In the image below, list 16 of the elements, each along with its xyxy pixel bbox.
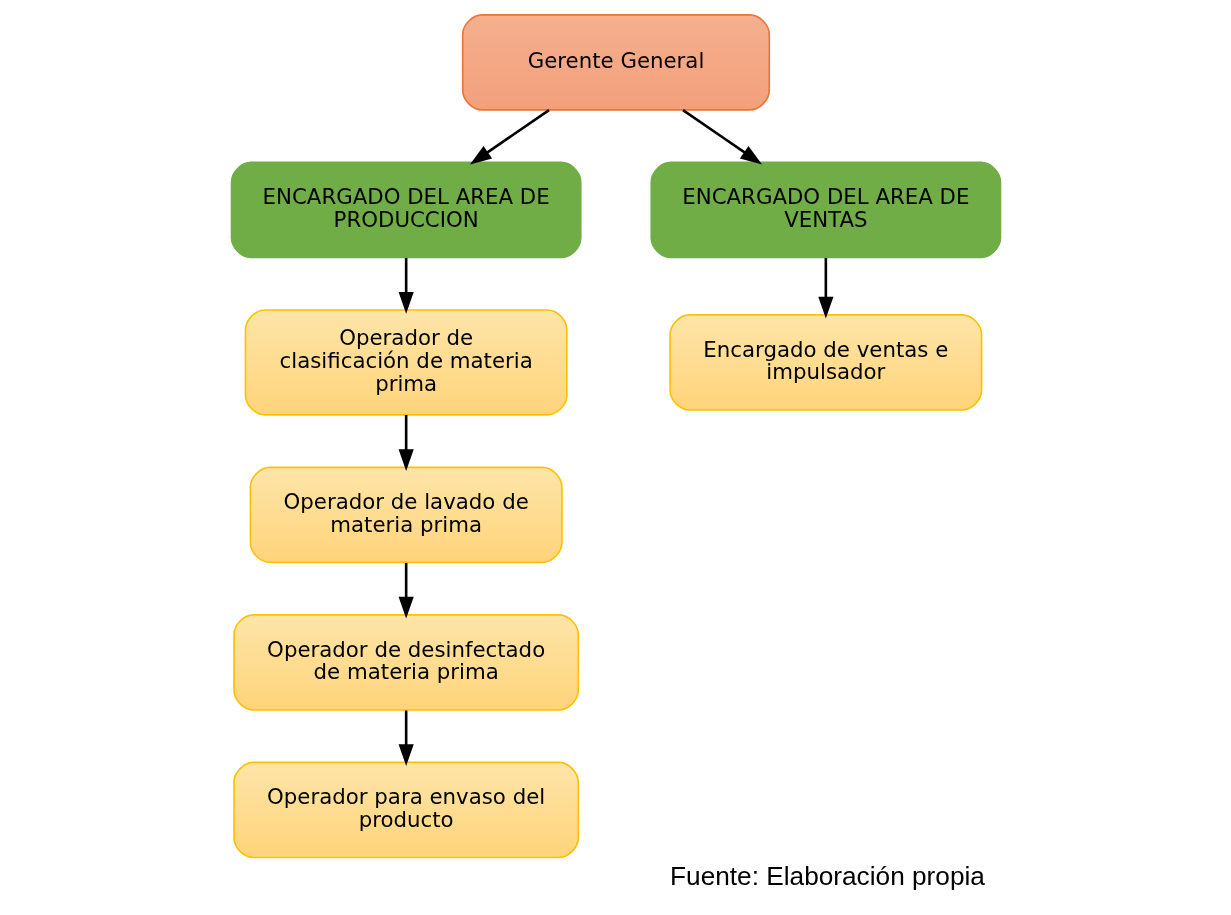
arrow xyxy=(398,710,414,766)
node-box: Gerente General xyxy=(461,14,770,111)
node-box: Operador para envaso del producto xyxy=(232,761,579,859)
node-box: Encargado de ventas e impulsador xyxy=(668,314,982,411)
arrow xyxy=(398,562,414,619)
arrow xyxy=(817,257,833,319)
node-box: Operador de lavado de materia prima xyxy=(249,466,563,564)
arrow xyxy=(398,257,414,314)
arrow xyxy=(469,109,550,165)
caption: Fuente: Elaboración propia xyxy=(669,861,985,892)
node-box: Operador de desinfectado de materia prima xyxy=(232,614,579,711)
arrow xyxy=(681,109,762,165)
arrow xyxy=(398,414,414,472)
node-box: ENCARGADO DEL AREA DE PRODUCCION xyxy=(230,161,582,259)
node-box: Operador de clasificación de materia prima xyxy=(244,309,568,416)
node-box: ENCARGADO DEL AREA DE VENTAS xyxy=(649,161,1001,259)
